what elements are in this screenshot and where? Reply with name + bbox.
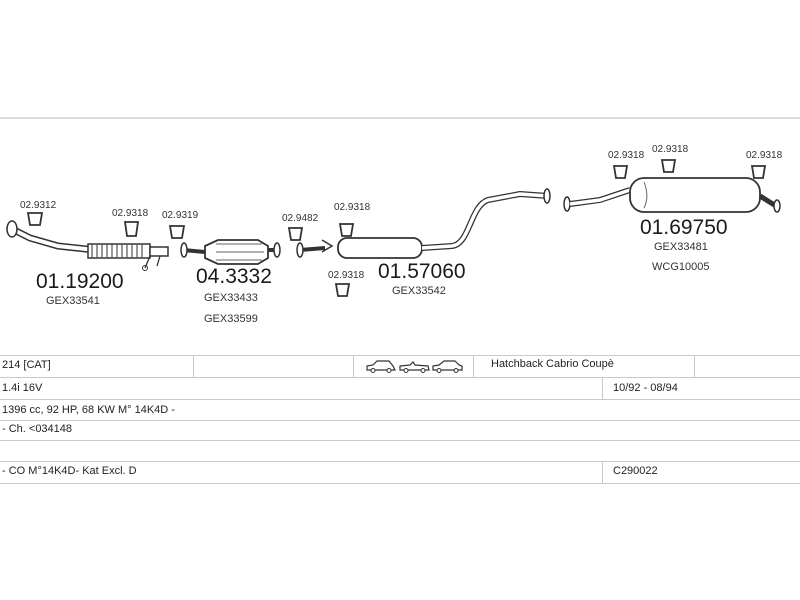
ref-code: GEX33481 (654, 241, 708, 253)
spec-label: 1396 cc, 92 HP, 68 KW M° 14K4D - (2, 404, 175, 416)
table-divider (0, 483, 800, 484)
front-pipe-part[interactable] (6, 220, 169, 271)
table-divider (0, 355, 800, 356)
model-label: 214 [CAT] (2, 359, 51, 371)
clip-icon (750, 165, 767, 179)
clip-code: 02.9318 (608, 150, 645, 161)
table-divider (602, 461, 603, 483)
clip-code: 02.9318 (112, 208, 149, 219)
ref-code: WCG10005 (652, 261, 709, 273)
part-code[interactable]: 01.57060 (378, 260, 466, 283)
middle-silencer-part[interactable] (296, 188, 551, 259)
table-divider (0, 377, 800, 378)
table-divider (473, 355, 474, 377)
part-code[interactable]: 01.69750 (640, 216, 728, 239)
notes-label: - CO M°14K4D- Kat Excl. D (2, 465, 137, 477)
years-label: 10/92 - 08/94 (613, 382, 678, 394)
table-divider (602, 377, 603, 399)
rear-silencer-part[interactable] (563, 177, 781, 213)
clip-icon (168, 225, 186, 239)
table-divider (353, 355, 354, 377)
clip-icon (612, 165, 629, 179)
clip-code: 02.9318 (334, 202, 371, 213)
clip-code: 02.9312 (20, 200, 57, 211)
ref-code: GEX33599 (204, 313, 258, 325)
ref-code: GEX33433 (204, 292, 258, 304)
chassis-label: - Ch. <034148 (2, 423, 73, 435)
coupe-car-icon (432, 360, 463, 373)
clip-icon (334, 283, 351, 297)
clip-icon (660, 159, 677, 173)
body-types-label: Hatchback Cabrio Coupè (491, 358, 614, 370)
table-divider (0, 420, 800, 421)
clip-icon (123, 221, 140, 237)
cabrio-car-icon (399, 361, 430, 373)
clip-icon (26, 212, 44, 226)
body-type-icons (366, 360, 463, 373)
clip-code: 02.9482 (282, 213, 319, 224)
table-divider (193, 355, 194, 377)
clip-icon (287, 227, 304, 241)
catalog-code-label: C290022 (613, 465, 658, 477)
clip-icon (338, 223, 355, 237)
table-divider (694, 355, 695, 377)
clip-code: 02.9318 (746, 150, 783, 161)
ref-code: GEX33541 (46, 295, 100, 307)
table-divider (0, 440, 800, 441)
clip-code: 02.9318 (652, 144, 689, 155)
hatchback-car-icon (366, 360, 396, 373)
clip-code: 02.9318 (328, 270, 365, 281)
catalytic-converter-part[interactable] (180, 239, 281, 265)
clip-code: 02.9319 (162, 210, 199, 221)
table-divider (0, 399, 800, 400)
part-code[interactable]: 04.3332 (196, 265, 272, 288)
ref-code: GEX33542 (392, 285, 446, 297)
engine-label: 1.4i 16V (2, 382, 43, 394)
part-code[interactable]: 01.19200 (36, 270, 124, 293)
table-divider (0, 461, 800, 462)
